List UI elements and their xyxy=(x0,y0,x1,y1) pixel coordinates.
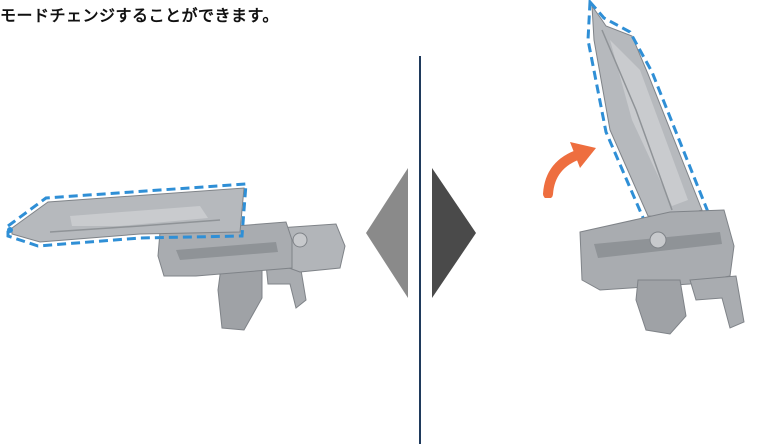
rotate-up-arrow-icon xyxy=(543,142,596,198)
sword-blade-outline xyxy=(586,0,710,224)
triangle-left-icon[interactable] xyxy=(366,168,408,298)
gun-blade-outline xyxy=(6,182,248,248)
gun-mode-figure xyxy=(6,182,346,331)
caption-text: モードチェンジすることができます。 xyxy=(0,6,279,25)
center-divider xyxy=(419,56,421,444)
triangle-right-icon[interactable] xyxy=(432,168,476,298)
sword-mode-figure xyxy=(579,0,745,335)
